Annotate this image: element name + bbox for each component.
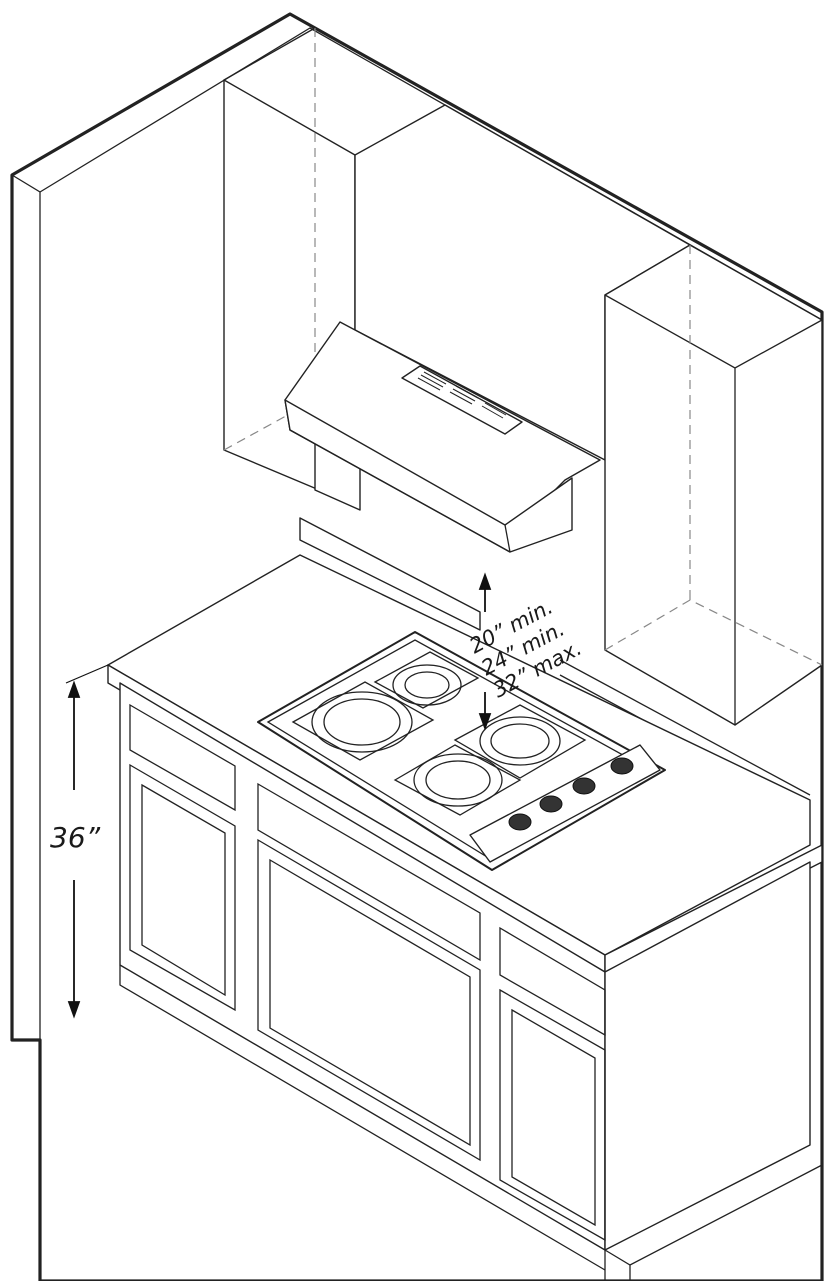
height-dimension-arrow (65, 664, 109, 1019)
backsplash-strip (299, 517, 481, 631)
door-right (499, 988, 606, 1242)
upper-cabinet-right-hidden (604, 245, 823, 666)
drawer-right (499, 926, 606, 1037)
burner-rear-right (479, 716, 561, 766)
door-center (257, 838, 481, 1162)
countertop-height-label: 36” (50, 821, 101, 854)
burner-front-left (311, 691, 413, 753)
clearance-dimension-arrow (478, 572, 492, 731)
upper-cabinet-right (604, 244, 823, 726)
drawer-center (257, 782, 481, 962)
countertop-side-edge (604, 844, 823, 973)
burner-front-right (413, 753, 503, 807)
burner-rear-left (392, 664, 462, 706)
control-knobs (508, 757, 634, 831)
cooktop (257, 631, 666, 871)
drawer-left (129, 703, 236, 812)
hood-vent-grille (401, 365, 523, 435)
door-left (129, 763, 236, 1012)
